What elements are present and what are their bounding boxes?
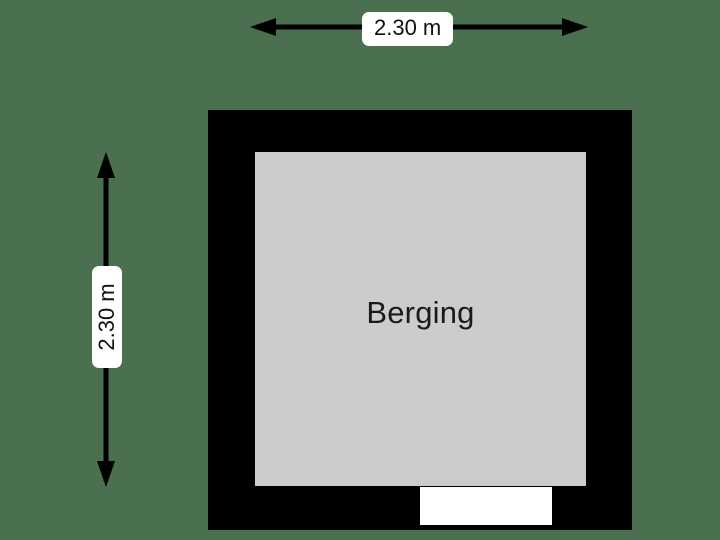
dimension-label-height-text: 2.30 m [94, 283, 119, 351]
room-label-berging: Berging [366, 295, 475, 330]
dimension-label-width: 2.30 m [362, 12, 454, 46]
dimension-label-height: 2.30 m [92, 266, 122, 368]
door-opening[interactable] [420, 487, 552, 525]
room-floor-berging[interactable] [255, 152, 586, 486]
